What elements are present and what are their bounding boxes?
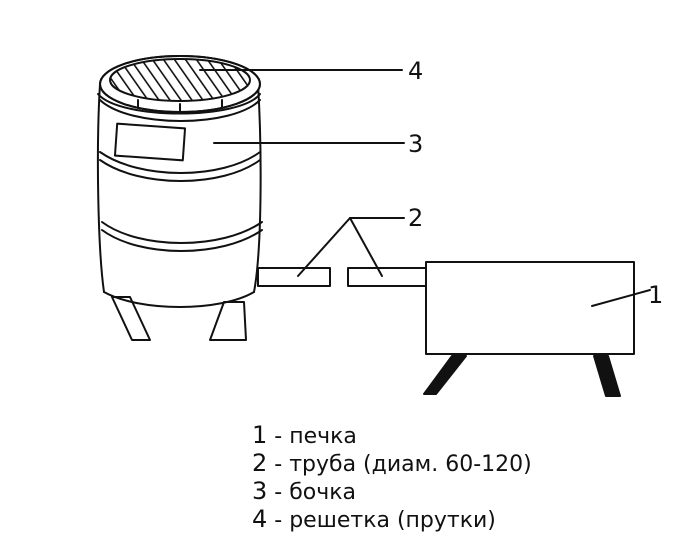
stove xyxy=(423,261,635,397)
legend-text: - печка xyxy=(267,424,357,449)
legend-item-grate: 4 - решетка (прутки) xyxy=(252,506,532,534)
legend-text: - решетка (прутки) xyxy=(267,508,496,533)
legend-item-pipe: 2 - труба (диам. 60-120) xyxy=(252,450,532,478)
legend-number: 2 xyxy=(252,449,268,477)
leader-lines xyxy=(199,69,651,307)
legend-number: 3 xyxy=(252,477,268,505)
legend-item-stove: 1 - печка xyxy=(252,422,532,450)
callout-stove-number: 1 xyxy=(648,281,663,309)
pipe xyxy=(257,267,429,287)
grate xyxy=(109,58,251,102)
callout-grate-number: 4 xyxy=(408,57,423,85)
callout-barrel-number: 3 xyxy=(408,130,423,158)
legend-number: 1 xyxy=(252,421,268,449)
barrel-stand xyxy=(111,296,247,341)
callout-pipe-number: 2 xyxy=(408,204,423,232)
legend-number: 4 xyxy=(252,505,268,533)
legend-text: - бочка xyxy=(267,480,357,505)
legend-item-barrel: 3 - бочка xyxy=(252,478,532,506)
legend: 1 - печка 2 - труба (диам. 60-120) 3 - б… xyxy=(252,422,532,534)
legend-text: - труба (диам. 60-120) xyxy=(267,452,532,477)
